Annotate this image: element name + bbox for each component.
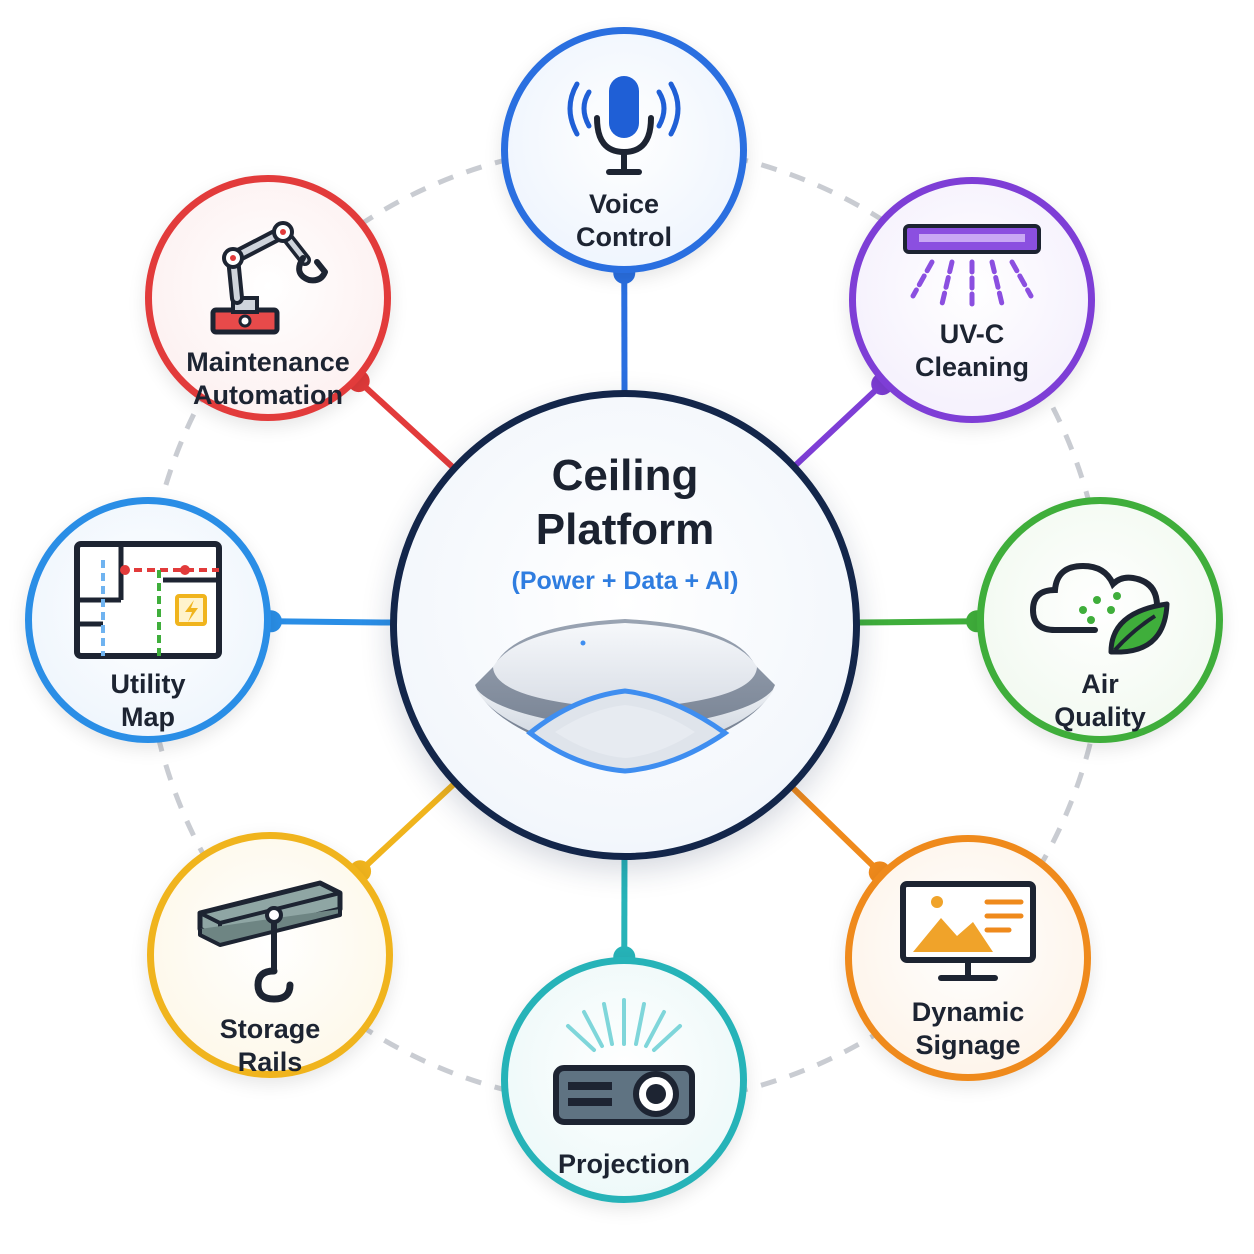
microphone-icon: [549, 70, 699, 180]
node-storage-rails: Storage Rails: [147, 832, 393, 1078]
connector-air-quality: [857, 618, 978, 626]
ceiling-device-icon: [475, 619, 775, 774]
monitor-icon: [893, 878, 1043, 988]
node-voice-control: Voice Control: [501, 27, 747, 273]
node-label-maintenance-automation: Maintenance Automation: [186, 347, 350, 410]
node-maintenance-automation: Maintenance Automation: [145, 175, 391, 421]
cloud-leaf-icon: [1025, 540, 1175, 660]
center-subtitle: (Power + Data + AI): [511, 567, 739, 595]
connector-utility-map: [270, 618, 393, 626]
node-label-projection: Projection: [557, 1149, 691, 1179]
node-projection: Projection: [501, 957, 747, 1203]
connector-storage-rails: [358, 781, 457, 874]
robot-arm-icon: [193, 218, 343, 338]
map-icon: [73, 540, 223, 660]
connector-uv-c-cleaning: [793, 381, 885, 468]
node-utility-map: Utility Map: [25, 497, 271, 743]
center-title: Ceiling Platform: [535, 451, 715, 554]
rail-hook-icon: [190, 875, 350, 1005]
node-dynamic-signage: Dynamic Signage: [845, 835, 1091, 1081]
projector-icon: [544, 994, 704, 1144]
node-label-uv-c-cleaning: UV-C Cleaning: [914, 319, 1029, 382]
connector-maintenance-automation: [356, 378, 456, 470]
uv-lamp-icon: [897, 220, 1047, 310]
node-air-quality: Air Quality: [977, 497, 1223, 743]
connector-dynamic-signage: [790, 785, 882, 875]
node-label-air-quality: Air Quality: [1054, 669, 1146, 732]
node-label-voice-control: Voice Control: [576, 189, 672, 252]
node-label-storage-rails: Storage Rails: [219, 1014, 321, 1077]
node-uv-c-cleaning: UV-C Cleaning: [849, 177, 1095, 423]
node-label-dynamic-signage: Dynamic Signage: [911, 997, 1025, 1060]
node-label-utility-map: Utility Map: [110, 669, 186, 732]
